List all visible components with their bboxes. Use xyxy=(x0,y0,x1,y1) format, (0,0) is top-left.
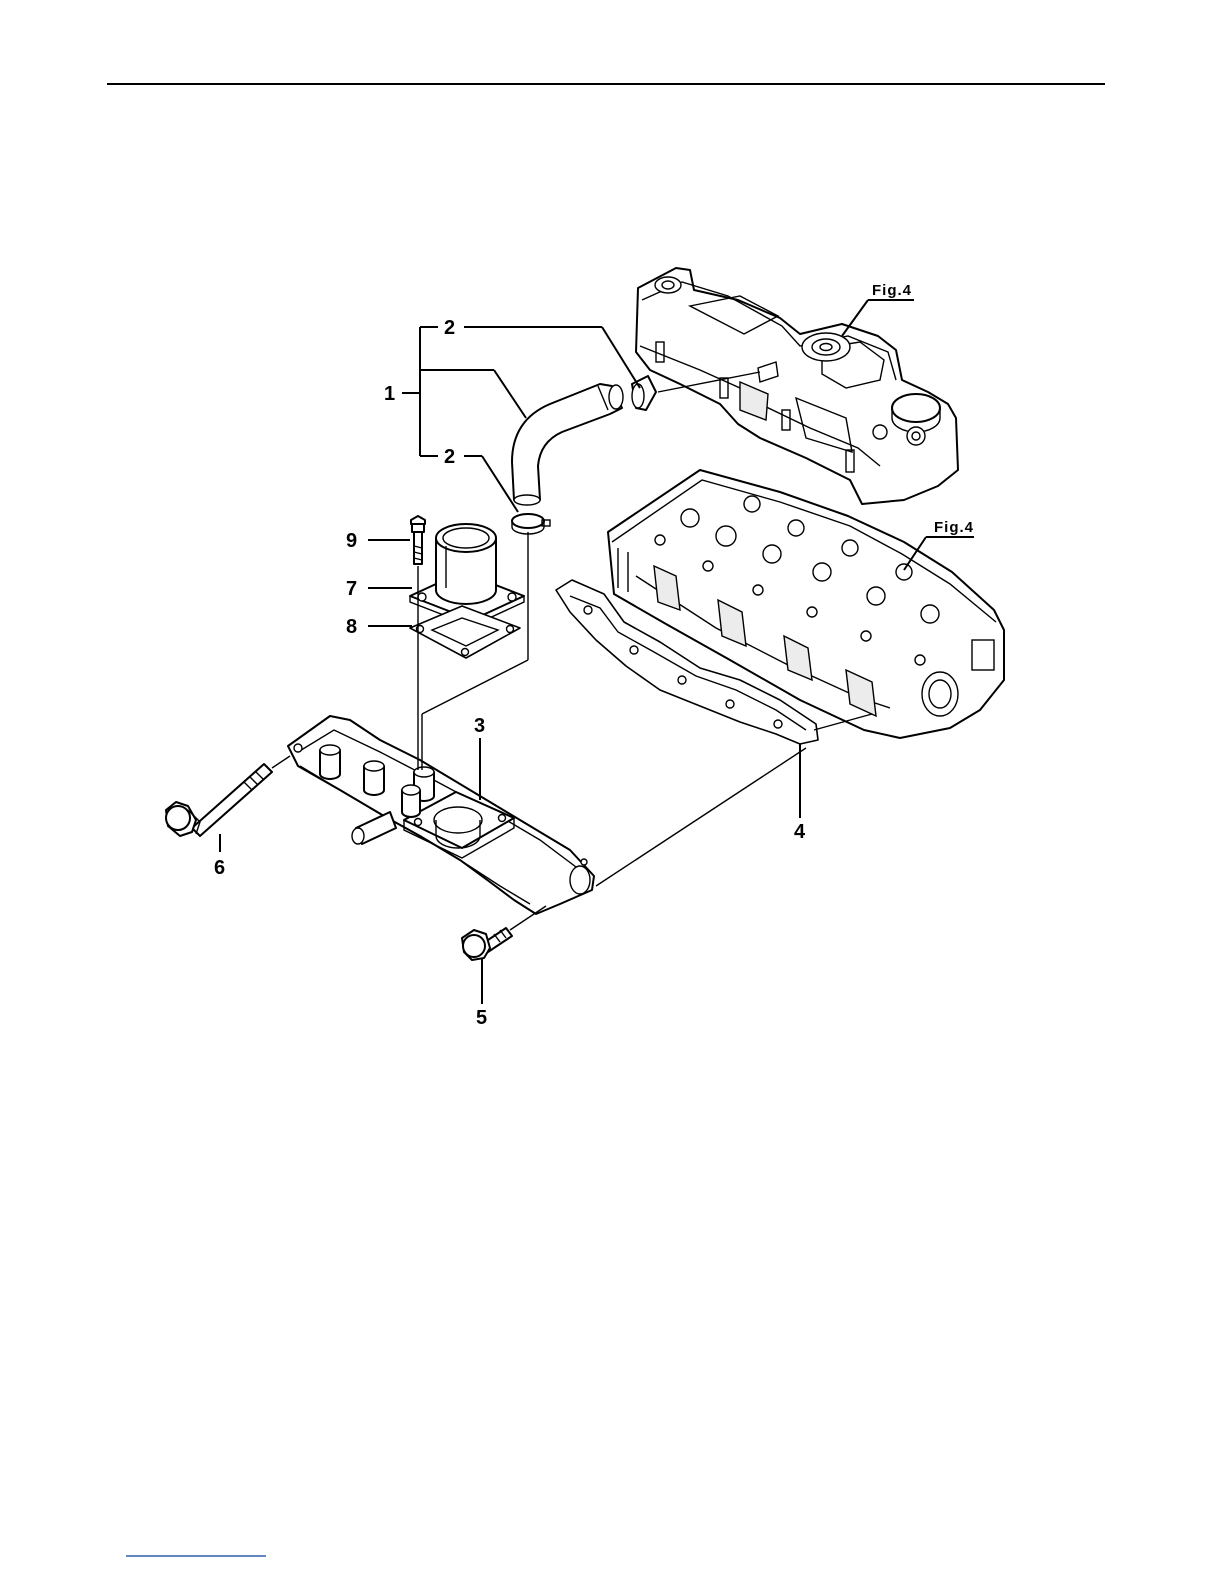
breather-hose-part xyxy=(512,384,623,505)
callout-6: 6 xyxy=(214,857,225,879)
callout-8: 8 xyxy=(346,616,357,638)
head-cover-part xyxy=(636,268,958,504)
callout-9: 9 xyxy=(346,530,357,552)
bolt-5-part xyxy=(462,928,512,960)
bolt-6-part xyxy=(166,764,272,836)
bolt-9-part xyxy=(411,516,425,564)
callout-4: 4 xyxy=(794,821,806,843)
cylinder-head-part xyxy=(608,470,1004,738)
fig-ref-cylinder-head: Fig.4 xyxy=(934,519,974,536)
callout-2-lower: 2 xyxy=(444,446,455,468)
callout-7: 7 xyxy=(346,578,357,600)
intake-manifold-3-part xyxy=(288,716,594,914)
fig-ref-head-cover: Fig.4 xyxy=(872,282,912,299)
callout-3: 3 xyxy=(474,715,485,737)
callout-2-upper: 2 xyxy=(444,317,455,339)
hose-clip-lower xyxy=(512,514,550,534)
callout-1: 1 xyxy=(384,383,395,405)
callout-5: 5 xyxy=(476,1007,487,1029)
flange-gasket-8-part xyxy=(410,606,520,658)
